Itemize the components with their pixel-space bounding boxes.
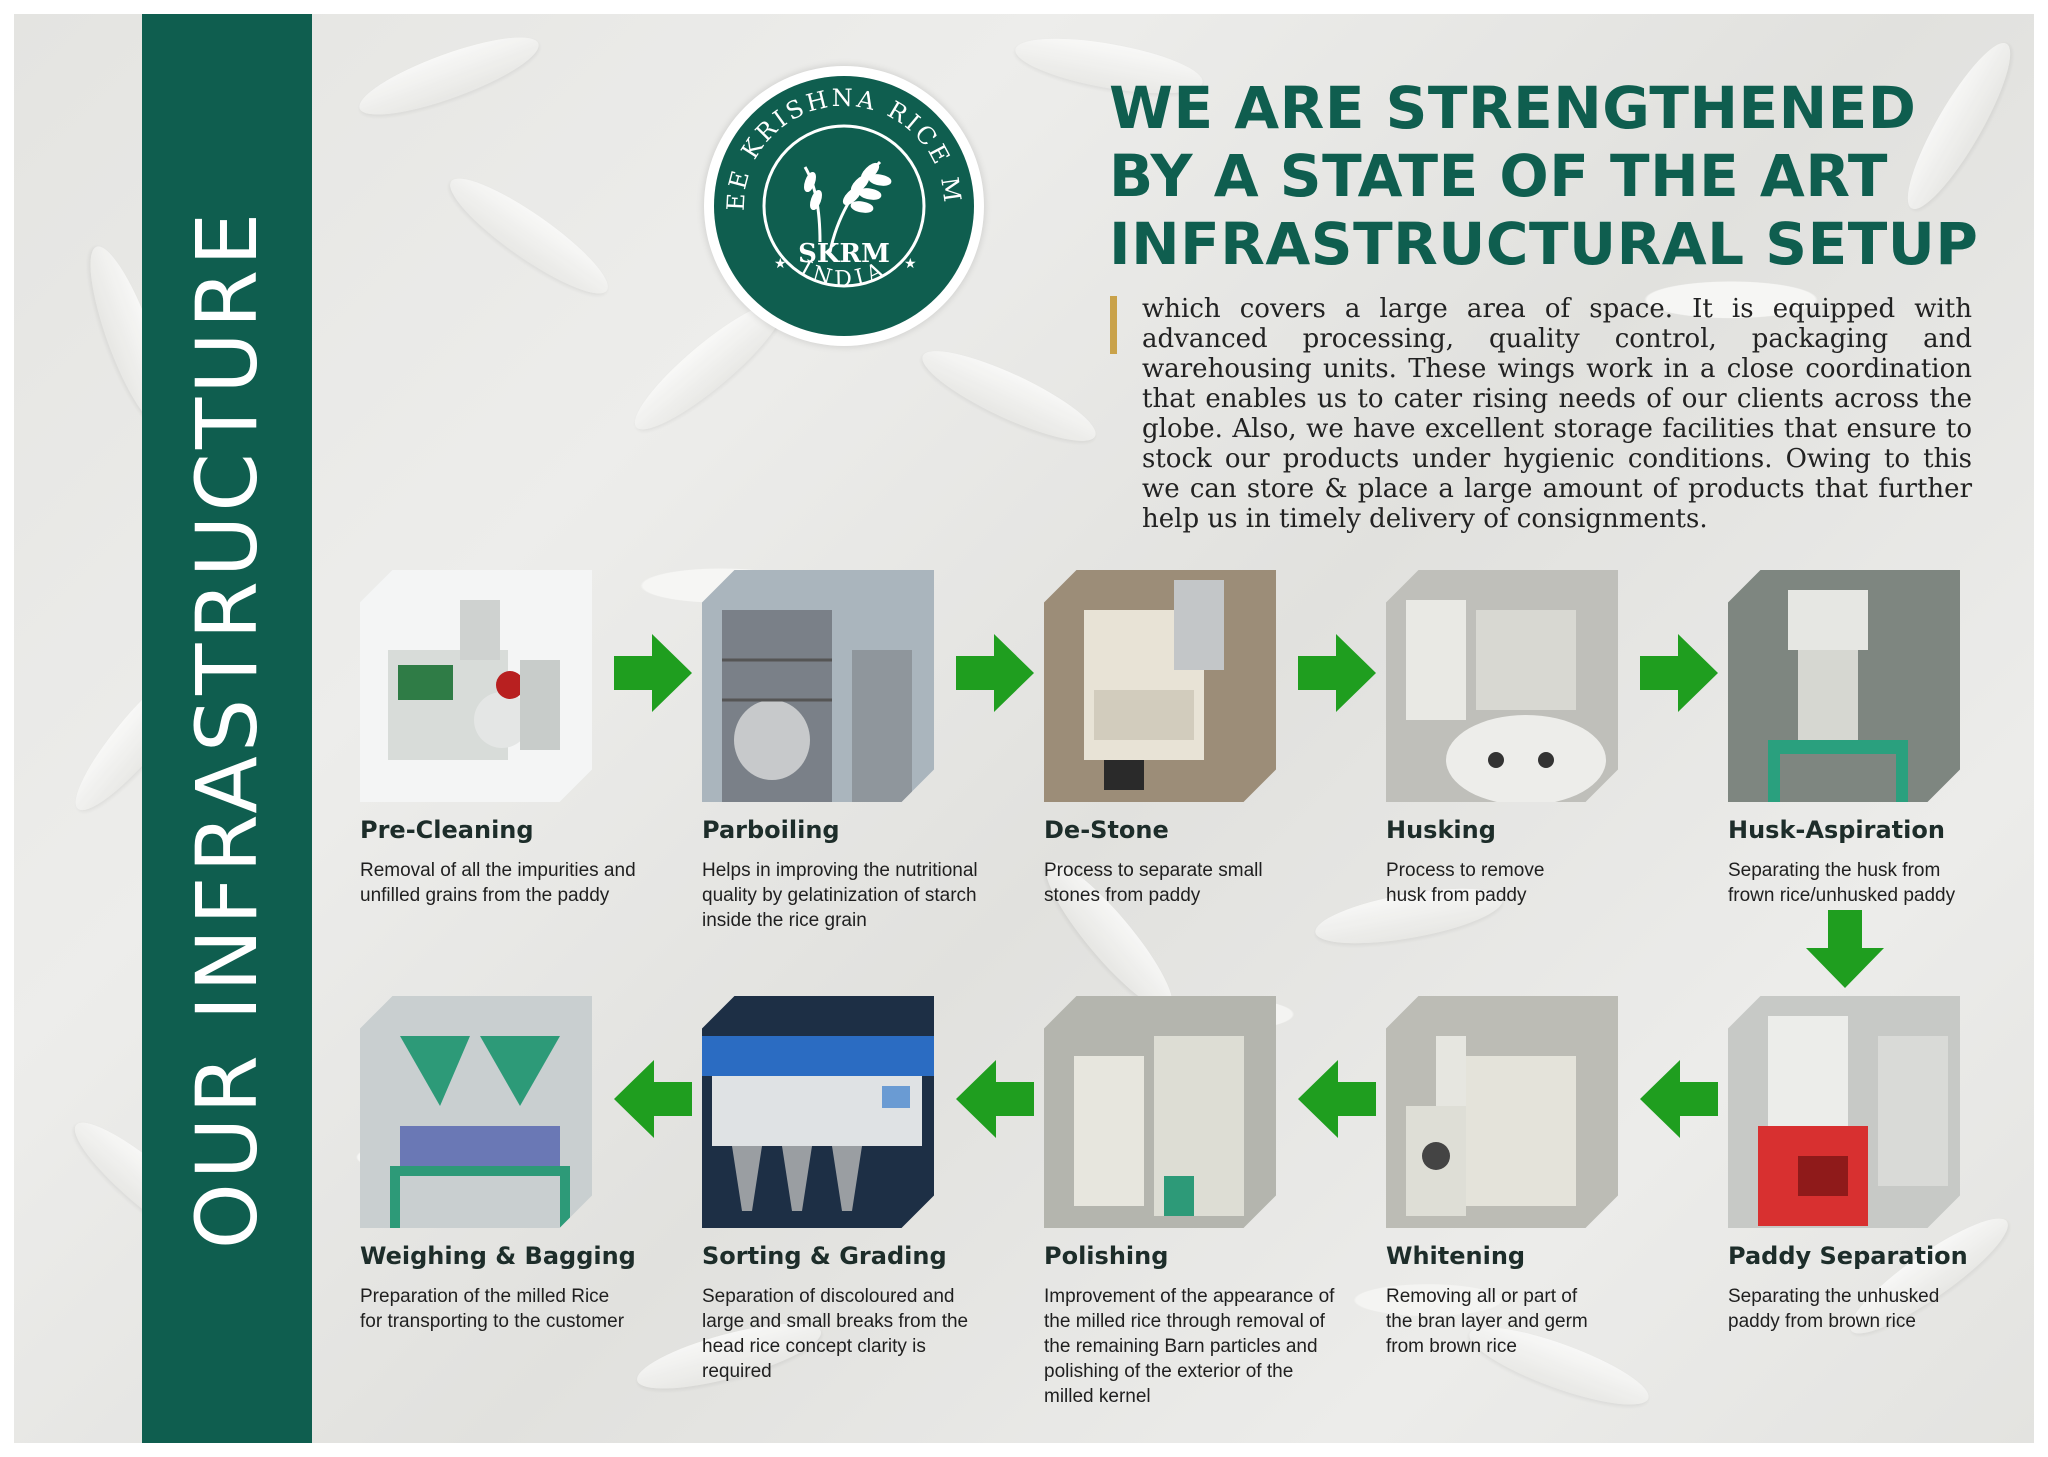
step-description: Improvement of the appearance of the mil… <box>1044 1286 1335 1407</box>
step-description: Separating the unhusked paddy from brown… <box>1728 1286 1940 1332</box>
step-description: Separating the husk from frown rice/unhu… <box>1728 860 1956 906</box>
arrow-right-icon <box>1640 634 1718 712</box>
arrow-left-icon <box>956 1060 1034 1138</box>
step-description: Helps in improving the nutritional quali… <box>702 860 978 931</box>
arrow-left-icon <box>614 1060 692 1138</box>
step-title: Sorting & Grading <box>702 1242 947 1270</box>
rice-grain <box>352 22 546 130</box>
infographic-canvas: OUR INFRASTRUCTURE SHREE KRISHNA RICE MI… <box>14 14 2034 1443</box>
step-photo-husking <box>1386 570 1618 802</box>
step-title: Weighing & Bagging <box>360 1242 636 1270</box>
arrow-left-icon <box>1298 1060 1376 1138</box>
company-seal-logo: SHREE KRISHNA RICE MILLS INDIA SKRM ★ ★ <box>704 66 984 346</box>
wheat-icon <box>803 160 892 253</box>
star-icon: ★ <box>904 255 917 271</box>
quote-accent-bar <box>1110 296 1117 354</box>
seal-monogram: SKRM <box>798 239 890 269</box>
step-title: Paddy Separation <box>1728 1242 1968 1270</box>
step-photo-husk-aspiration <box>1728 570 1960 802</box>
step-photo-whitening <box>1386 996 1618 1228</box>
sidebar-banner: OUR INFRASTRUCTURE <box>142 14 312 1443</box>
star-icon: ★ <box>774 255 787 271</box>
step-photo-parboiling <box>702 570 934 802</box>
step-photo-pre-cleaning <box>360 570 592 802</box>
step-photo-polishing <box>1044 996 1276 1228</box>
step-title: Husk-Aspiration <box>1728 816 1945 844</box>
seal-emblem: SHREE KRISHNA RICE MILLS INDIA SKRM ★ ★ <box>710 72 974 336</box>
step-photo-paddy-separation <box>1728 996 1960 1228</box>
page-headline: WE ARE STRENGTHENED BY A STATE OF THE AR… <box>1109 74 1979 278</box>
rice-grain <box>438 163 620 309</box>
step-description: Removal of all the impurities and unfill… <box>360 860 636 906</box>
arrow-down-icon <box>1806 910 1884 988</box>
step-description: Removing all or part of the bran layer a… <box>1386 1286 1588 1357</box>
step-description: Separation of discoloured and large and … <box>702 1286 969 1382</box>
step-title: Whitening <box>1386 1242 1526 1270</box>
arrow-right-icon <box>614 634 692 712</box>
arrow-left-icon <box>1640 1060 1718 1138</box>
step-title: Polishing <box>1044 1242 1169 1270</box>
step-title: Pre-Cleaning <box>360 816 534 844</box>
rice-grain <box>913 335 1105 457</box>
step-photo-de-stone <box>1044 570 1276 802</box>
step-title: Husking <box>1386 816 1496 844</box>
step-description: Preparation of the milled Rice for trans… <box>360 1286 625 1332</box>
step-description: Process to separate small stones from pa… <box>1044 860 1263 906</box>
arrow-right-icon <box>1298 634 1376 712</box>
sidebar-title: OUR INFRASTRUCTURE <box>178 208 276 1249</box>
step-description: Process to remove husk from paddy <box>1386 860 1545 906</box>
step-title: Parboiling <box>702 816 840 844</box>
arrow-right-icon <box>956 634 1034 712</box>
step-photo-weighing-bagging <box>360 996 592 1228</box>
step-photo-sorting-grading <box>702 996 934 1228</box>
step-title: De-Stone <box>1044 816 1169 844</box>
intro-paragraph: which covers a large area of space. It i… <box>1142 294 1972 534</box>
